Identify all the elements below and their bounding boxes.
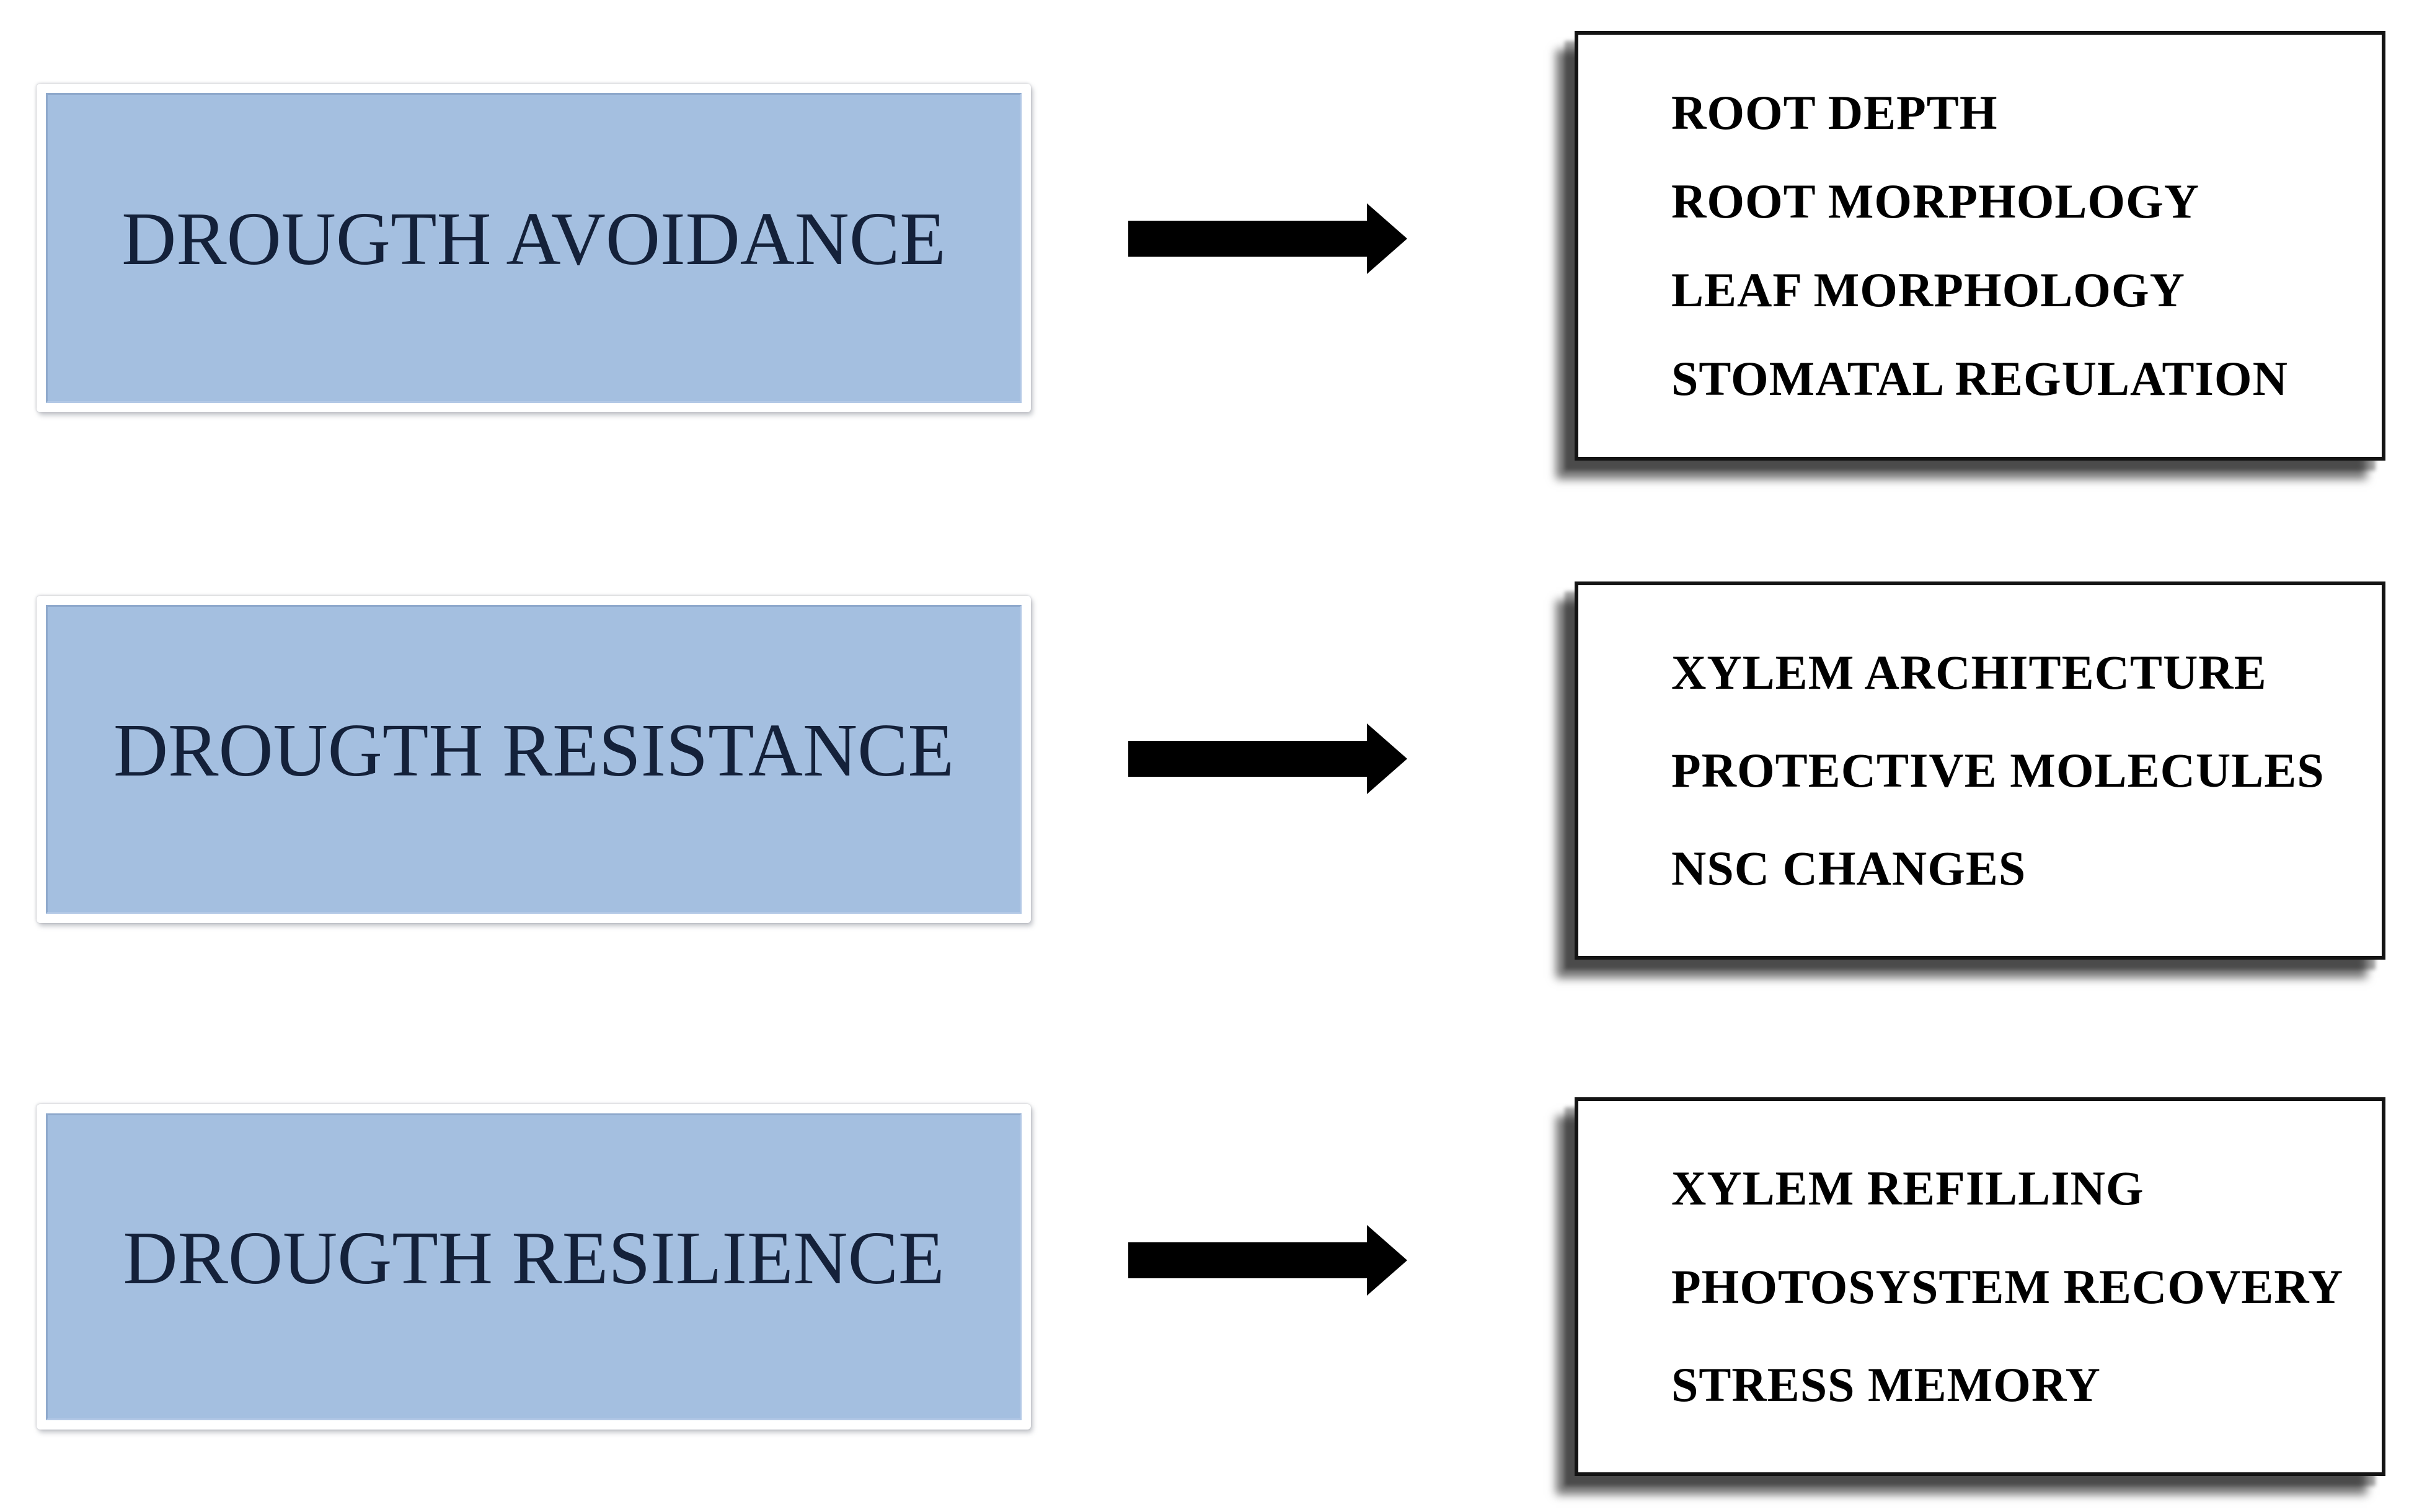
strategy-box-avoidance-fill: DROUGTH AVOIDANCE <box>46 93 1022 403</box>
mechanism-item: LEAF MORPHOLOGY <box>1671 263 2185 317</box>
mechanism-item: NSC CHANGES <box>1671 841 2027 895</box>
right-arrow-icon <box>1128 723 1407 794</box>
strategy-box-avoidance: DROUGTH AVOIDANCE <box>37 84 1031 412</box>
mechanism-box-resilience: XYLEM REFILLING PHOTOSYSTEM RECOVERY STR… <box>1575 1097 2385 1476</box>
strategy-box-resistance: DROUGTH RESISTANCE <box>37 596 1031 923</box>
strategy-label: DROUGTH AVOIDANCE <box>122 197 946 281</box>
mechanism-item: XYLEM REFILLING <box>1671 1161 2144 1216</box>
strategy-label: DROUGTH RESILIENCE <box>123 1216 945 1300</box>
mechanism-item: STRESS MEMORY <box>1671 1357 2101 1412</box>
strategy-box-resilience: DROUGTH RESILIENCE <box>37 1104 1031 1430</box>
strategy-box-resistance-fill: DROUGTH RESISTANCE <box>46 605 1022 914</box>
mechanism-item: PROTECTIVE MOLECULES <box>1671 743 2325 797</box>
mechanism-box-avoidance: ROOT DEPTH ROOT MORPHOLOGY LEAF MORPHOLO… <box>1575 31 2385 461</box>
strategy-label: DROUGTH RESISTANCE <box>113 709 954 792</box>
right-arrow-icon <box>1128 1225 1407 1296</box>
right-arrow-icon <box>1128 203 1407 274</box>
mechanism-item: XYLEM ARCHITECTURE <box>1671 645 2267 699</box>
mechanism-item: STOMATAL REGULATION <box>1671 351 2288 405</box>
strategy-box-resilience-fill: DROUGTH RESILIENCE <box>46 1113 1022 1420</box>
mechanism-item: ROOT DEPTH <box>1671 86 1998 139</box>
mechanism-item: ROOT MORPHOLOGY <box>1671 174 2200 228</box>
mechanism-item: PHOTOSYSTEM RECOVERY <box>1671 1259 2344 1314</box>
mechanism-box-resistance: XYLEM ARCHITECTURE PROTECTIVE MOLECULES … <box>1575 581 2385 960</box>
